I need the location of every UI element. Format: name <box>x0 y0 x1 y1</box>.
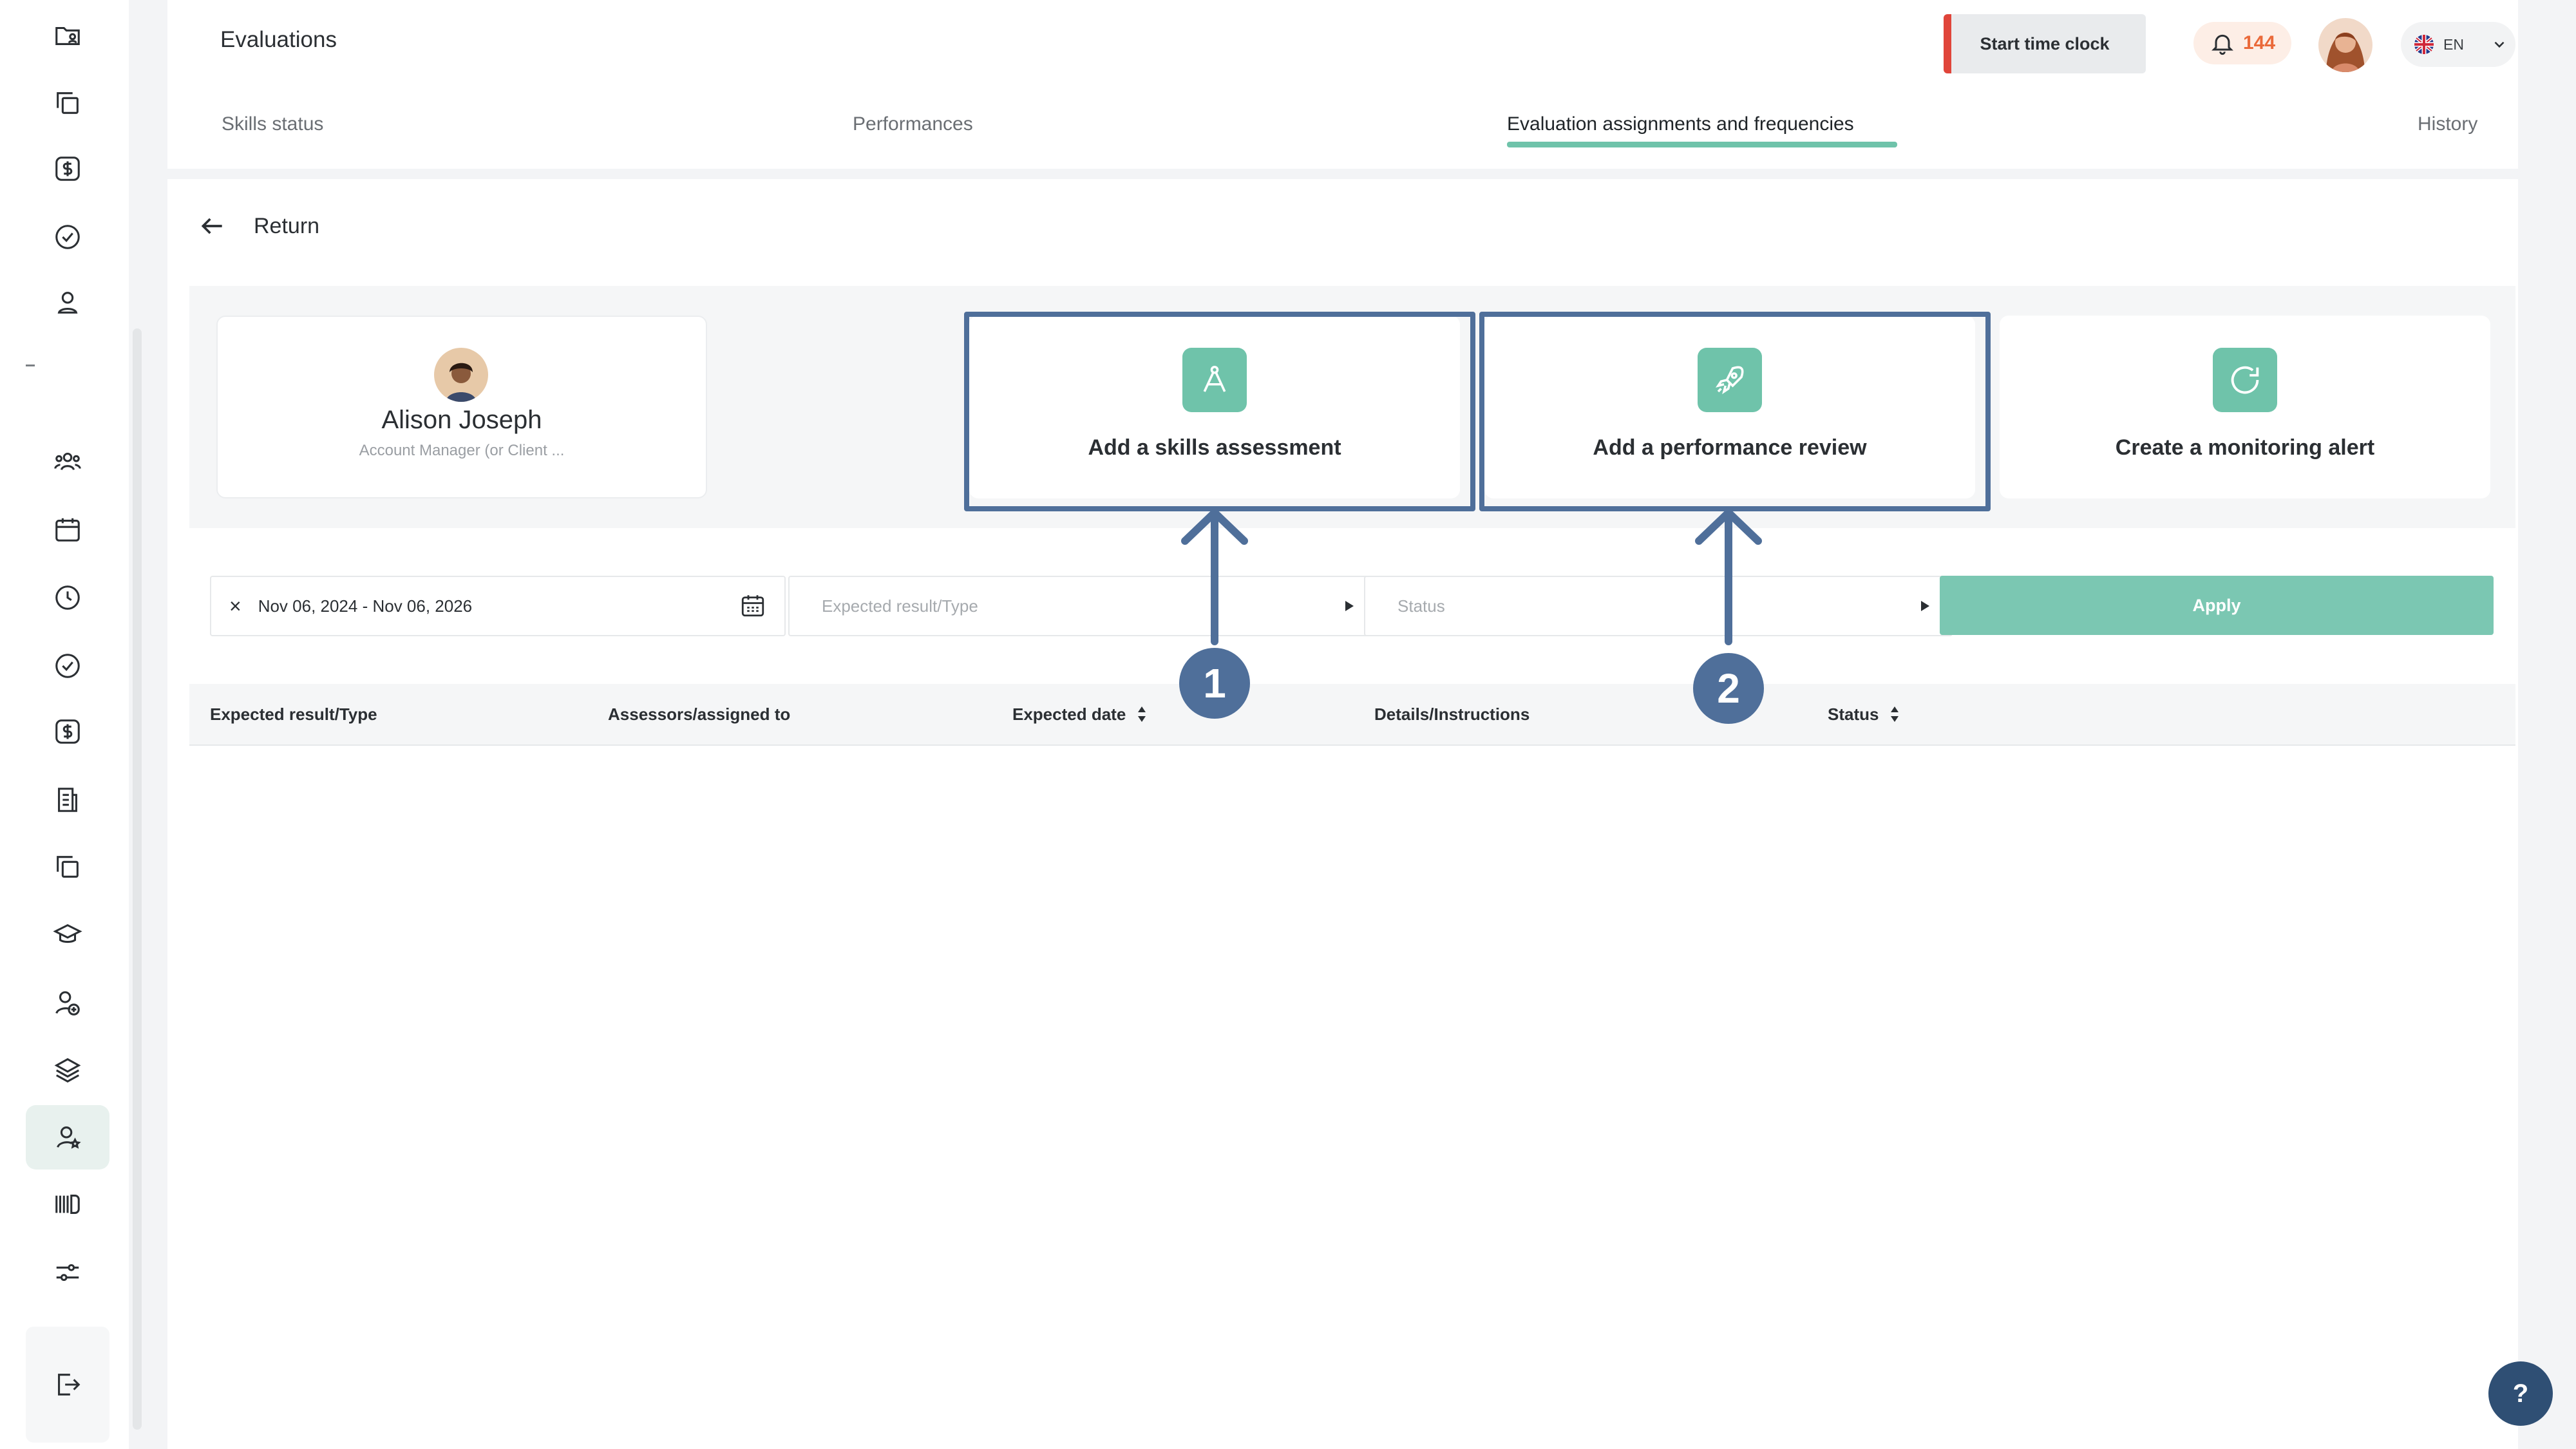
create-monitoring-alert-label: Create a monitoring alert <box>2115 435 2375 460</box>
language-selector[interactable]: EN <box>2401 22 2515 67</box>
column-details-instructions: Details/Instructions <box>1374 705 1530 724</box>
date-range-value: Nov 06, 2024 - Nov 06, 2026 <box>258 596 473 616</box>
tab-skills-status[interactable]: Skills status <box>222 113 324 135</box>
status-filter[interactable]: Status <box>1364 576 1953 636</box>
highlight-box-1 <box>964 312 1475 511</box>
layers-icon <box>54 1057 81 1083</box>
check-circle-icon <box>55 225 80 249</box>
employee-name: Alison Joseph <box>381 406 542 434</box>
start-time-clock-button[interactable]: Start time clock <box>1944 14 2146 73</box>
sidebar-divider <box>26 365 35 366</box>
start-time-clock-label: Start time clock <box>1980 33 2110 53</box>
sidebar-item-add-user[interactable] <box>26 971 109 1036</box>
calendar-icon <box>55 518 80 542</box>
date-range-filter[interactable]: × Nov 06, 2024 - Nov 06, 2026 <box>210 576 786 636</box>
column-assessors: Assessors/assigned to <box>608 705 791 724</box>
sidebar-item-user[interactable] <box>26 270 109 335</box>
page-title: Evaluations <box>220 27 337 52</box>
sidebar-item-tasks[interactable] <box>26 205 109 269</box>
column-expected-result-type: Expected result/Type <box>210 705 377 724</box>
caret-right-icon <box>1921 601 1929 611</box>
sidebar-item-layers[interactable] <box>26 1038 109 1103</box>
sidebar-item-settings[interactable] <box>26 1240 109 1305</box>
user-icon <box>57 292 78 314</box>
tab-history[interactable]: History <box>2418 113 2478 135</box>
status-placeholder: Status <box>1397 596 1445 616</box>
language-label: EN <box>2443 35 2464 53</box>
calendar-icon[interactable] <box>739 592 766 619</box>
clock-icon <box>55 585 80 610</box>
dollar-icon <box>55 719 80 744</box>
return-label: Return <box>254 213 320 238</box>
sidebar-item-calendar[interactable] <box>26 497 109 562</box>
sidebar-item-folder-user[interactable] <box>26 3 109 68</box>
expected-result-type-filter[interactable]: Expected result/Type <box>788 576 1377 636</box>
check-circle-icon <box>55 654 80 678</box>
add-skills-assessment-label: Add a skills assessment <box>1088 435 1341 460</box>
return-button[interactable]: Return <box>198 210 319 242</box>
create-monitoring-alert-card[interactable]: Create a monitoring alert <box>2000 316 2490 498</box>
folder-user-icon <box>55 26 80 45</box>
sidebar-item-team[interactable] <box>26 429 109 493</box>
sort-icon[interactable] <box>1137 705 1146 724</box>
copy-icon <box>57 92 79 114</box>
column-status[interactable]: Status <box>1828 705 1899 724</box>
annotation-marker-2: 2 <box>1693 653 1764 724</box>
user-add-icon <box>55 991 80 1016</box>
document-icon <box>58 788 77 812</box>
add-performance-review-label: Add a performance review <box>1593 435 1867 460</box>
rocket-icon <box>1698 348 1762 412</box>
add-skills-assessment-card[interactable]: Add a skills assessment <box>969 316 1460 498</box>
sidebar-item-payroll[interactable] <box>26 699 109 764</box>
table-header <box>189 684 2515 746</box>
column-expected-date[interactable]: Expected date <box>1012 705 1146 724</box>
sidebar-item-approvals[interactable] <box>26 634 109 698</box>
sliders-icon <box>56 1264 79 1282</box>
sidebar <box>0 0 129 1449</box>
notifications-button[interactable]: 144 <box>2193 22 2291 64</box>
clear-date-icon[interactable]: × <box>229 594 242 618</box>
highlight-box-2 <box>1479 312 1991 511</box>
sidebar-item-training[interactable] <box>26 903 109 967</box>
user-avatar[interactable] <box>2318 18 2372 72</box>
arrow-left-icon <box>201 218 222 234</box>
copy-icon <box>57 856 79 878</box>
sidebar-item-copy[interactable] <box>26 71 109 135</box>
sidebar-item-finance[interactable] <box>26 137 109 201</box>
graduation-cap-icon <box>53 923 82 943</box>
sidebar-item-barcode[interactable] <box>26 1172 109 1236</box>
chevron-down-icon <box>2494 41 2505 48</box>
expected-result-type-placeholder: Expected result/Type <box>822 596 978 616</box>
uk-flag-icon <box>2414 35 2434 54</box>
sort-icon[interactable] <box>1890 705 1899 724</box>
user-star-icon <box>57 1126 81 1149</box>
dollar-icon <box>55 156 80 181</box>
sidebar-scrollbar[interactable] <box>133 328 142 1430</box>
annotation-marker-1: 1 <box>1179 648 1250 719</box>
help-button[interactable]: ? <box>2488 1361 2553 1426</box>
caret-right-icon <box>1345 601 1354 611</box>
header <box>167 0 2518 169</box>
employee-role: Account Manager (or Client ... <box>359 442 565 459</box>
employee-avatar <box>434 348 488 402</box>
tab-evaluation-assignments[interactable]: Evaluation assignments and frequencies <box>1507 113 1854 135</box>
logout-button[interactable] <box>26 1327 109 1443</box>
active-tab-indicator <box>1507 142 1897 147</box>
add-performance-review-card[interactable]: Add a performance review <box>1484 316 1975 498</box>
refresh-icon <box>2213 348 2277 412</box>
team-icon <box>54 452 81 471</box>
employee-profile-card <box>216 316 707 498</box>
bell-icon <box>2211 34 2233 55</box>
logout-icon <box>58 1374 80 1396</box>
barcode-icon <box>55 1195 80 1214</box>
tab-performances[interactable]: Performances <box>853 113 973 135</box>
sidebar-item-reports[interactable] <box>26 768 109 832</box>
sidebar-item-documents[interactable] <box>26 835 109 899</box>
notifications-count: 144 <box>2242 32 2276 53</box>
apply-button[interactable]: Apply <box>1940 576 2494 635</box>
sidebar-item-clock[interactable] <box>26 565 109 630</box>
sidebar-item-evaluations[interactable] <box>26 1105 109 1170</box>
compass-icon <box>1182 348 1247 412</box>
